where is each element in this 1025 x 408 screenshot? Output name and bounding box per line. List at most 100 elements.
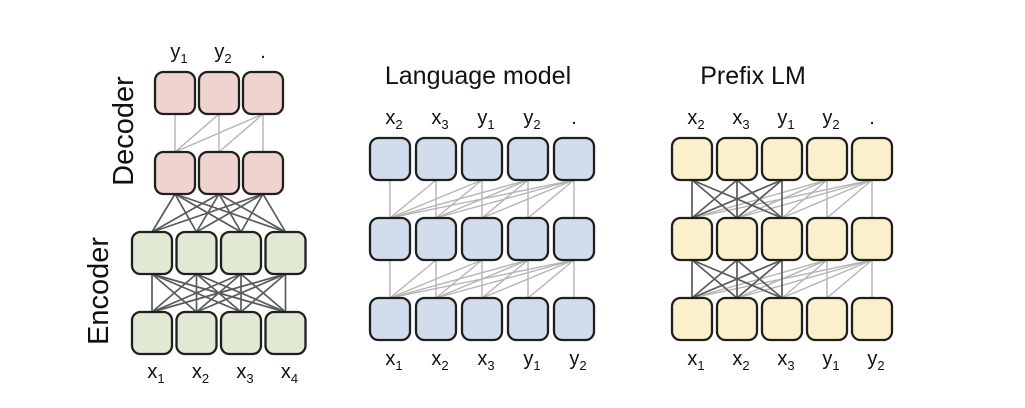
prefix-lm-layer-3-box-3 <box>760 136 804 182</box>
attention-line-dark <box>151 273 286 313</box>
language-model-title: Language model <box>385 62 571 90</box>
language-model-bottom-label-2: x2 <box>431 348 448 373</box>
encoder-decoder-decoder-layer-2-box-2 <box>197 70 241 116</box>
language-model-top-label-2: x3 <box>431 107 448 132</box>
language-model-top-label-5: . <box>571 107 577 129</box>
encoder-decoder-encoder-layer-2-box-4 <box>264 230 307 276</box>
prefix-lm-layer-2-box-3 <box>760 216 804 262</box>
attention-line-light <box>826 259 873 299</box>
attention-line-light <box>174 113 220 153</box>
attention-line-light <box>389 179 529 219</box>
language-model-layer-1-box-5 <box>552 296 596 342</box>
language-model-layer-2-box-2 <box>414 216 458 262</box>
attention-line-dark <box>151 273 242 313</box>
prefix-lm-top-label-4: y2 <box>822 107 839 132</box>
attention-line-dark <box>262 193 287 233</box>
attention-line-dark <box>691 179 783 219</box>
encoder-decoder-decoder-layer-1-box-3 <box>241 150 285 196</box>
language-model-layer-1-box-2 <box>414 296 458 342</box>
prefix-lm-layer-3-box-5 <box>850 136 894 182</box>
prefix-lm-layer-1-box-1 <box>670 296 714 342</box>
encoder-decoder-encoder-layer-1-box-4 <box>264 310 307 356</box>
encoder-decoder-decoder-layer-1-box-2 <box>197 150 241 196</box>
language-model-layer-2-box-5 <box>552 216 596 262</box>
language-model-layer-2-box-1 <box>368 216 412 262</box>
attention-line-light <box>389 259 483 299</box>
prefix-lm-bottom-label-1: x1 <box>687 348 704 373</box>
prefix-lm-layer-2-box-4 <box>805 216 849 262</box>
attention-line-dark <box>151 193 264 233</box>
attention-line-dark <box>151 193 176 233</box>
attention-line-light <box>174 113 264 153</box>
language-model-top-label-4: y2 <box>523 107 540 132</box>
attention-line-dark <box>196 193 264 233</box>
prefix-lm-layer-2-box-1 <box>670 216 714 262</box>
attention-line-light <box>527 179 575 219</box>
encoder-label: Encoder <box>83 237 115 345</box>
language-model-top-label-3: y1 <box>477 107 494 132</box>
encoder-decoder-top-label-2: y2 <box>214 41 231 66</box>
prefix-lm-connections <box>691 179 873 299</box>
encoder-decoder-top-label-1: y1 <box>170 41 187 66</box>
prefix-lm-layer-2-box-5 <box>850 216 894 262</box>
attention-line-dark <box>240 193 264 233</box>
encoder-decoder-decoder-layer-1-box-1 <box>153 150 197 196</box>
language-model-layer-1-box-3 <box>460 296 504 342</box>
attention-line-dark <box>691 179 738 219</box>
encoder-decoder-encoder-layer-2-box-2 <box>175 230 218 276</box>
encoder-decoder-bottom-label-2: x2 <box>192 361 209 386</box>
encoder-decoder-decoder-layer-2-box-3 <box>241 70 285 116</box>
attention-line-light <box>389 259 529 299</box>
attention-line-light <box>736 259 873 299</box>
attention-line-light <box>389 259 575 299</box>
prefix-lm-top-label-1: x2 <box>687 107 704 132</box>
attention-line-light <box>781 259 873 299</box>
language-model-bottom-label-5: y2 <box>569 348 586 373</box>
attention-line-dark <box>151 193 220 233</box>
encoder-decoder-encoder-layer-1-box-3 <box>219 310 263 356</box>
prefix-lm-layer-1-box-5 <box>850 296 894 342</box>
language-model-bottom-label-4: y1 <box>523 348 540 373</box>
encoder-decoder-encoder-layer-2-box-3 <box>219 230 263 276</box>
attention-line-dark <box>736 179 783 219</box>
encoder-decoder-top-label-3: . <box>260 41 266 63</box>
attention-line-light <box>435 179 575 219</box>
prefix-lm-layer-1-box-3 <box>760 296 804 342</box>
language-model-layer-3-box-4 <box>506 136 550 182</box>
encoder-decoder-bottom-label-3: x3 <box>236 361 253 386</box>
prefix-lm-top-label-2: x3 <box>732 107 749 132</box>
prefix-lm-layer-3-box-1 <box>670 136 714 182</box>
attention-line-dark <box>691 259 738 299</box>
encoder-decoder-decoder-layer-2-box-1 <box>153 70 197 116</box>
language-model-layer-3-box-1 <box>368 136 412 182</box>
prefix-lm-bottom-label-3: x3 <box>777 348 794 373</box>
prefix-lm-layer-1-box-2 <box>715 296 759 342</box>
language-model-bottom-label-3: x3 <box>477 348 494 373</box>
language-model-layer-3-box-2 <box>414 136 458 182</box>
attention-line-light <box>389 259 437 299</box>
encoder-decoder-encoder-layer-1-box-2 <box>175 310 218 356</box>
prefix-lm-top-label-5: . <box>869 107 875 129</box>
language-model-layer-1-box-4 <box>506 296 550 342</box>
language-model-top-label-1: x2 <box>385 107 402 132</box>
encoder-decoder-encoder-layer-2-box-1 <box>130 230 174 276</box>
prefix-lm-layer-3-box-4 <box>805 136 849 182</box>
prefix-lm-title: Prefix LM <box>700 62 806 90</box>
prefix-lm-bottom-label-4: y1 <box>822 348 839 373</box>
encoder-decoder-connections <box>151 113 287 313</box>
attention-line-dark <box>151 273 198 313</box>
language-model-connections <box>389 179 575 299</box>
decoder-label: Decoder <box>108 76 140 186</box>
encoder-decoder-encoder-layer-1-box-1 <box>130 310 174 356</box>
prefix-lm-bottom-label-2: x2 <box>732 348 749 373</box>
attention-line-dark <box>691 259 783 299</box>
attention-line-dark <box>240 273 287 313</box>
language-model-layer-3-box-5 <box>552 136 596 182</box>
language-model-layer-1-box-1 <box>368 296 412 342</box>
attention-line-light <box>389 179 437 219</box>
